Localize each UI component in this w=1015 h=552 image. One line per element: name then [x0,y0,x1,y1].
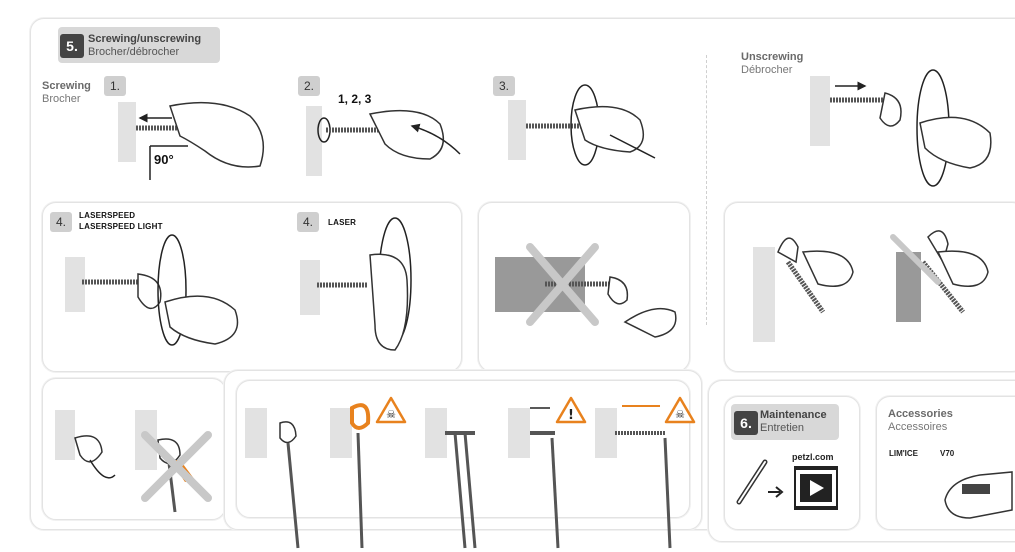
accessories-title-en: Accessories [888,408,953,420]
unscrewing-label-fr: Débrocher [741,64,793,76]
section-6-number: 6. [734,411,758,435]
step-3-illustration [508,84,656,166]
website-link[interactable]: petzl.com [792,452,834,462]
svg-text:☠: ☠ [675,408,685,421]
warning-icon-1: ☠ [375,396,407,424]
clipping-illustration [245,403,672,549]
accessory-v70: V70 [940,449,955,458]
section-5-number: 5. [60,34,84,58]
arrow-right-icon [768,486,784,498]
divider-1 [706,55,707,325]
warning-icon-2: ! [555,396,587,424]
step-1-number: 1. [104,76,126,96]
step-2-illustration [306,106,461,176]
step-1-illustration [118,101,265,180]
screwing-label-en: Screwing [42,80,91,92]
file-tool-icon [736,459,768,505]
accessory-limice: LIM'ICE [889,449,919,458]
step-4a-line2: LASERSPEED LIGHT [79,222,163,231]
step-4b-illustration [300,217,412,351]
section-5-title-en: Screwing/unscrewing [88,33,202,45]
unscrewing-result-illustration [753,230,989,342]
wrong-usage-illustration [495,243,677,338]
accessories-title-fr: Accessoires [888,421,948,433]
section-5-title-box [58,27,220,63]
step-1-angle-label: 90° [154,152,174,167]
svg-text:!: ! [568,408,574,423]
step-4b-number: 4. [297,212,319,232]
svg-text:☠: ☠ [386,408,396,421]
unscrewing-illustration [810,69,992,187]
section-5-title-fr: Brocher/débrocher [88,46,180,58]
warning-icon-3: ☠ [664,396,696,424]
step-4a-illustration [65,234,239,346]
screwing-label-fr: Brocher [42,93,81,105]
unscrewing-label-en: Unscrewing [741,51,804,63]
step-4a-line1: LASERSPEED [79,211,136,220]
step-3-number: 3. [493,76,515,96]
video-play-icon[interactable] [794,466,838,510]
section-6-title-fr: Entretien [760,422,805,434]
accessory-tool-illustration [944,471,1013,519]
storage-illustration [55,410,212,513]
step-4a-number: 4. [50,212,72,232]
step-2-count-label: 1, 2, 3 [338,92,372,106]
step-2-number: 2. [298,76,320,96]
section-6-title-en: Maintenance [760,409,827,421]
step-4b-line1: LASER [328,218,357,227]
